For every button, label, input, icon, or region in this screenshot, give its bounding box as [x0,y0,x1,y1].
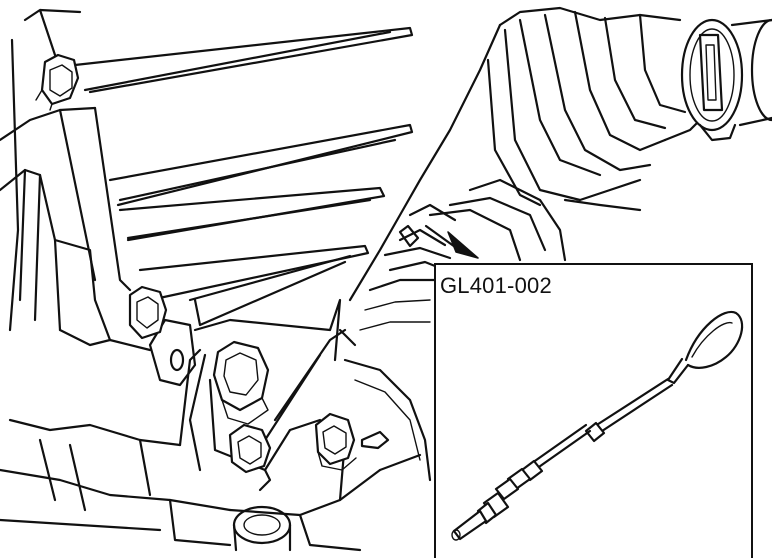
housing-bolt-middle [128,285,168,340]
bracket-bolt-large [212,340,270,425]
bracket-bolt-lower [228,423,272,474]
cv-joint-boot [428,6,772,262]
bracket-bolt-right [314,412,357,471]
drain-fitting [232,505,292,552]
transmission-housing [0,8,422,552]
housing-bolt-top [35,53,80,111]
small-plug [360,430,390,450]
tool-inset: GL401-002 [434,263,753,558]
differential-cover [338,203,457,482]
tool-code-label: GL401-002 [440,273,552,298]
dipstick-rod [594,383,674,437]
dipstick-loop-handle [684,310,744,369]
boot-to-housing-line [348,23,502,302]
cooling-ribs [73,26,414,327]
callout-arrow [424,224,479,259]
oil-dipstick-tool [451,310,744,541]
